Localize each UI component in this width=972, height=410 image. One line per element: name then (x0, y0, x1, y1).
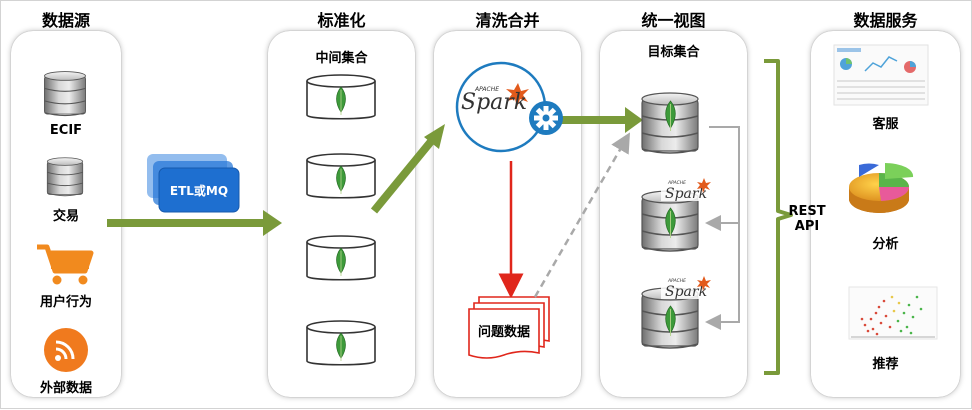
dashed-arrow-to-target (533, 132, 630, 298)
feedback-bracket (705, 126, 740, 330)
api-label: API (794, 219, 820, 234)
green-arrow-to-target (561, 107, 643, 133)
problem-data-label: 问题数据 (477, 325, 530, 340)
source-label-external-data: 外部数据 (39, 381, 92, 396)
column-title-standardize: 标准化 (317, 11, 366, 30)
rest-api-brace (764, 59, 793, 375)
problem-data-docs (468, 296, 550, 359)
spark-logo-apache-text: APACHE (474, 86, 499, 93)
spark-logo-word: Spark (461, 90, 527, 115)
pie-chart-icon (849, 162, 914, 213)
source-label-transaction: 交易 (52, 209, 79, 224)
gear-icon (529, 101, 563, 135)
target-db-spark-1: APACHE Spark (641, 178, 711, 252)
column-title-data-service: 数据服务 (853, 11, 918, 30)
mongo-collection-4 (306, 320, 376, 366)
green-arrow-to-standardize (107, 210, 282, 236)
target-db-spark-2: APACHE Spark (641, 276, 711, 349)
etl-box-stack (147, 154, 240, 213)
scatter-plot-thumbnail (848, 286, 938, 340)
column-title-source: 数据源 (41, 11, 90, 30)
spark-logo: APACHE Spark (455, 61, 547, 153)
green-arrow-to-spark (370, 124, 445, 214)
db-icon-ecif (43, 70, 87, 117)
source-label-ecif: ECIF (49, 123, 83, 138)
service-label-recommendation: 推荐 (872, 357, 899, 372)
column-title-unified-view: 统一视图 (641, 11, 706, 30)
source-label-user-behavior: 用户行为 (39, 295, 92, 310)
mongo-collection-2 (306, 153, 376, 199)
target-subtitle: 目标集合 (647, 45, 700, 60)
etl-label: ETL或MQ (169, 184, 229, 198)
standardize-subtitle: 中间集合 (315, 51, 368, 66)
dashboard-thumbnail (833, 44, 929, 106)
rss-icon (44, 328, 88, 372)
spark-logo-word: Spark (665, 284, 707, 300)
spark-logo-word: Spark (665, 186, 707, 202)
spark-logo-apache-text: APACHE (667, 180, 686, 186)
rest-label: REST (788, 204, 826, 219)
spark-logo-apache-text: APACHE (667, 278, 686, 284)
mongo-collection-3 (306, 235, 376, 281)
shopping-cart-icon (37, 244, 94, 285)
service-label-analysis: 分析 (872, 237, 899, 252)
target-db-mongo (641, 92, 699, 154)
mongo-collection-1 (306, 74, 376, 120)
column-title-clean-merge: 清洗合并 (475, 11, 540, 30)
db-icon-transaction (46, 157, 84, 197)
service-label-customer-service: 客服 (872, 117, 899, 132)
